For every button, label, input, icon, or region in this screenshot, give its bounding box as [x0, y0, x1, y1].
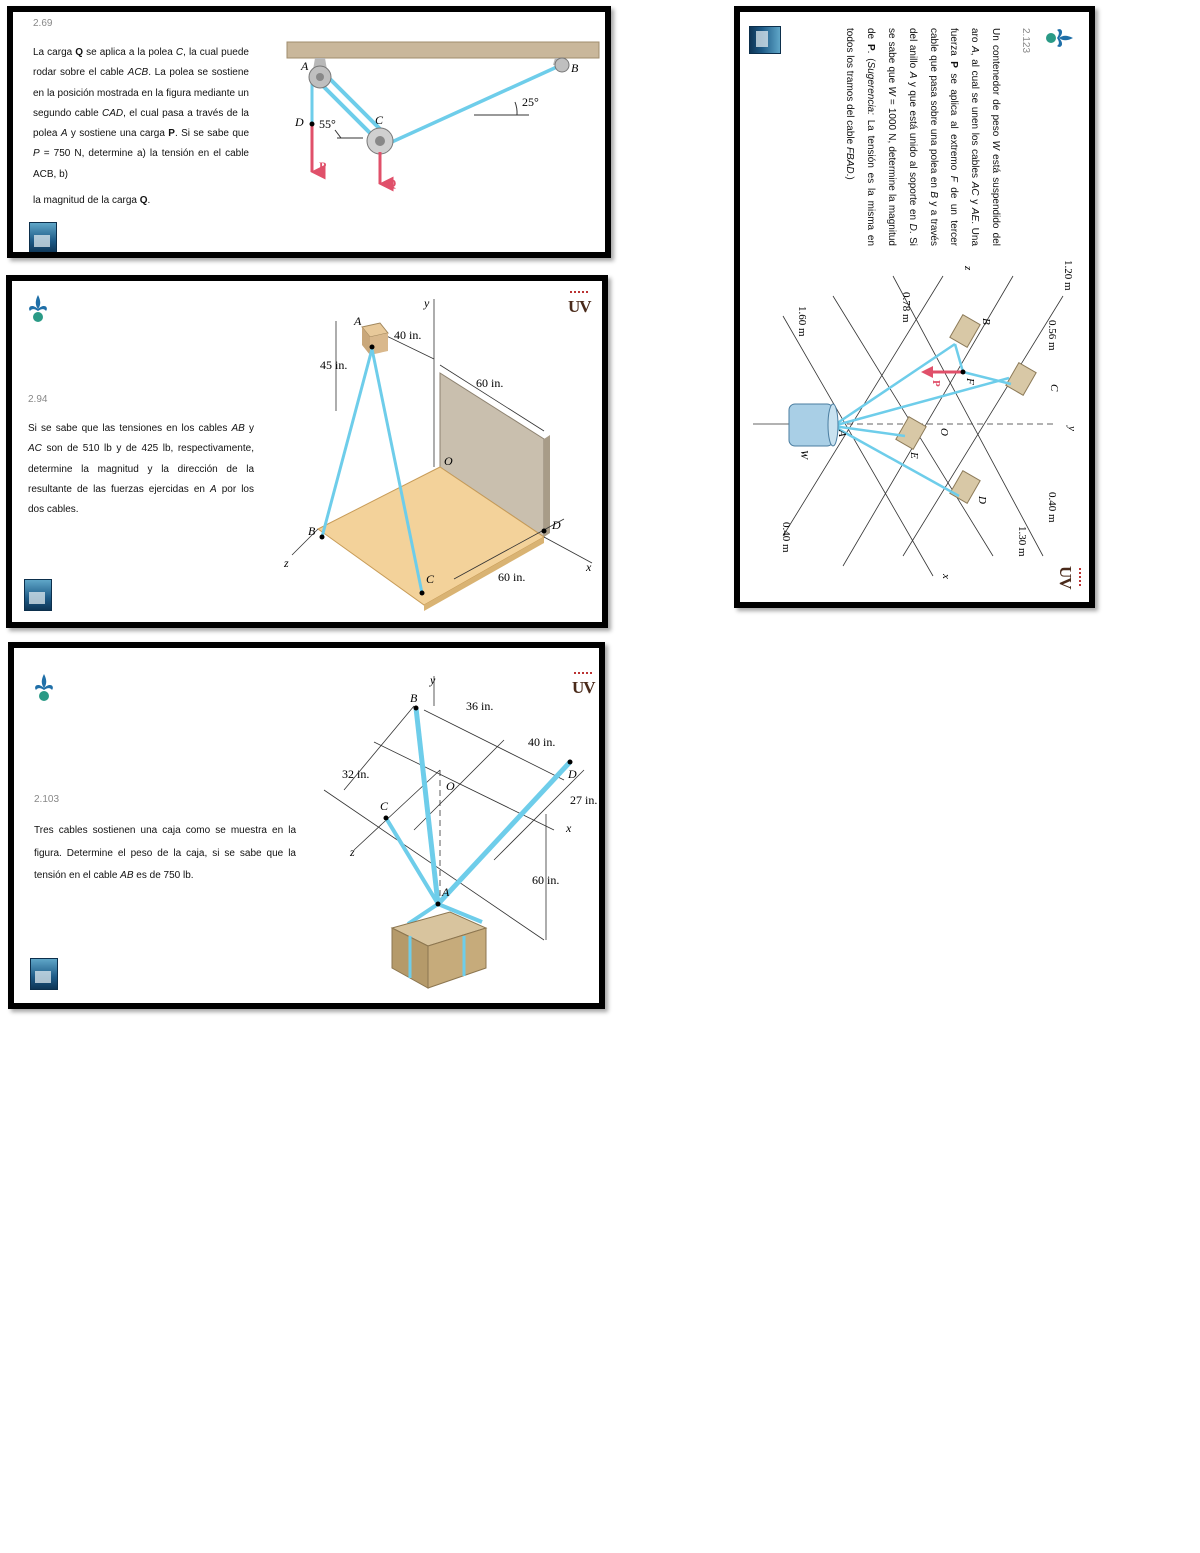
- label-P: P: [930, 380, 942, 387]
- label-Q: Q: [387, 176, 396, 190]
- label-W: W: [798, 450, 810, 460]
- figure-2-69: A B C D P Q 55° 25°: [286, 41, 600, 192]
- label-C: C: [375, 113, 384, 127]
- label-O: O: [446, 779, 455, 793]
- dim-0-40m-bottom: 0.40 m: [780, 522, 792, 553]
- label-D: D: [976, 495, 988, 504]
- slide-2-103: UV 2.103 Tres cables sostienen una caja …: [8, 642, 605, 1009]
- label-B: B: [980, 318, 992, 325]
- dim-40in: 40 in.: [394, 328, 421, 342]
- dim-60in-top: 60 in.: [476, 376, 503, 390]
- figure-2-123: C B D E F A O P W x y z 1.20 m 0.56 m 0.…: [753, 260, 1078, 579]
- dim-1-20m: 1.20 m: [1062, 260, 1074, 291]
- axis-z: z: [962, 265, 974, 271]
- label-B: B: [410, 691, 418, 705]
- problem-number: 2.103: [34, 794, 60, 805]
- figure-2-103: A B C D O x y z 36 in. 40 in. 32 in. 27 …: [323, 673, 597, 989]
- label-E: E: [908, 451, 920, 459]
- label-O: O: [938, 428, 950, 436]
- axis-x: x: [585, 560, 592, 574]
- axis-x: x: [565, 821, 572, 835]
- label-D: D: [567, 767, 577, 781]
- angle-25: 25°: [522, 95, 539, 109]
- label-B: B: [571, 61, 579, 75]
- angle-55: 55°: [319, 117, 336, 131]
- uv-logo: UV: [568, 291, 592, 316]
- axis-x: x: [940, 573, 952, 579]
- label-P: P: [319, 159, 326, 173]
- fleur-de-lis-icon: [1046, 29, 1073, 47]
- axis-y: y: [429, 673, 436, 687]
- figure-2-94: A B C D O x y z 40 in. 45 in. 60 in. 60 …: [283, 296, 593, 611]
- problem-text: La carga Q se aplica a la polea C, la cu…: [33, 47, 250, 207]
- dim-36in: 36 in.: [466, 699, 493, 713]
- rotated-page: UV 2.123 Un contenedor de peso W está su…: [740, 12, 1089, 602]
- dim-32in: 32 in.: [342, 767, 369, 781]
- label-C: C: [380, 799, 389, 813]
- label-D: D: [294, 115, 304, 129]
- dim-60in-bottom: 60 in.: [498, 570, 525, 584]
- label-B: B: [308, 524, 316, 538]
- problem-number: 2.69: [33, 18, 53, 29]
- axis-z: z: [349, 845, 355, 859]
- dim-1-30m: 1.30 m: [1016, 526, 1028, 557]
- book-cover-icon: [29, 222, 57, 252]
- dim-1-60m: 1.60 m: [796, 306, 808, 337]
- label-A: A: [441, 885, 450, 899]
- slide-2-123: UV 2.123 Un contenedor de peso W está su…: [734, 6, 1095, 608]
- label-A: A: [353, 314, 362, 328]
- dim-60in: 60 in.: [532, 873, 559, 887]
- label-F: F: [964, 377, 976, 385]
- problem-text: Tres cables sostienen una caja como se m…: [34, 825, 296, 881]
- book-cover-icon: [749, 26, 781, 54]
- label-D: D: [551, 518, 561, 532]
- problem-text: Si se sabe que las tensiones en los cabl…: [28, 423, 255, 516]
- label-C: C: [426, 572, 435, 586]
- axis-y: y: [423, 296, 430, 310]
- book-cover-icon: [30, 958, 58, 990]
- dim-0-78m: 0.78 m: [900, 292, 912, 323]
- problem-number: 2.123: [1020, 28, 1031, 54]
- label-A: A: [300, 59, 309, 73]
- fleur-de-lis-icon: [35, 674, 53, 701]
- dim-27in: 27 in.: [570, 793, 597, 807]
- label-O: O: [444, 454, 453, 468]
- dim-45in: 45 in.: [320, 358, 347, 372]
- slide-2-69: 2.69 La carga Q se aplica a la polea C, …: [7, 6, 611, 258]
- slide-2-94: UV 2.94 Si se sabe que las tensiones en …: [6, 275, 608, 628]
- axis-y: y: [1066, 425, 1078, 431]
- label-C: C: [1048, 384, 1060, 392]
- dim-0-56m: 0.56 m: [1046, 320, 1058, 351]
- axis-z: z: [283, 556, 289, 570]
- uv-logo: UV: [572, 672, 596, 697]
- problem-text: Un contenedor de peso W está suspendido …: [844, 28, 1001, 247]
- fleur-de-lis-icon: [29, 295, 47, 322]
- dim-40in: 40 in.: [528, 735, 555, 749]
- label-A: A: [836, 429, 848, 437]
- book-cover-icon: [24, 579, 52, 611]
- problem-number: 2.94: [28, 394, 48, 405]
- dim-0-40m-top: 0.40 m: [1046, 492, 1058, 523]
